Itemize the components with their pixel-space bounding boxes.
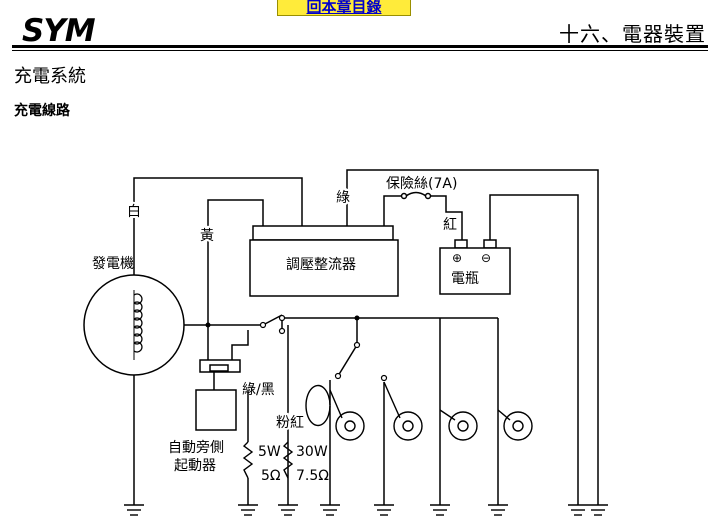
regulator-label: 調壓整流器: [286, 257, 356, 273]
lamp-2: [383, 381, 423, 441]
pink-red-wire-label: 粉紅: [276, 415, 304, 431]
lamp-3: [439, 409, 478, 441]
battery-minus: ⊖: [481, 251, 491, 265]
generator-label: 發電機: [92, 256, 134, 272]
yellow-wire-label: 黃: [200, 228, 214, 244]
red-wire: [430, 195, 463, 240]
fuse: [400, 191, 432, 200]
chapter-title: 十六、電器裝置: [559, 22, 706, 46]
fuse-label: 保險絲(7A): [386, 176, 457, 192]
regulator-rectifier: [249, 225, 399, 297]
green-wire-label: 綠: [336, 190, 350, 206]
battery-neg-wire: [489, 194, 579, 505]
battery-label: 電瓶: [451, 271, 479, 287]
header-rule: [12, 45, 708, 48]
auto-choke-label-2: 起動器: [174, 458, 216, 474]
logo-text: SYM: [22, 13, 96, 46]
yellow-wire: [207, 199, 264, 360]
lamps: [305, 381, 533, 441]
white-wire: [133, 177, 303, 305]
red-wire-label: 紅: [443, 217, 457, 233]
section-subtitle: 充電線路: [14, 103, 70, 119]
battery: [439, 239, 511, 295]
chapter-index-button[interactable]: 回本章目錄: [277, 0, 411, 16]
white-wire-label: 白: [127, 204, 141, 220]
battery-plus: ⊕: [452, 251, 462, 265]
resistor-30w-watt: 30W: [296, 444, 328, 460]
green-black-wire-label: 綠/黑: [242, 382, 275, 398]
resistor-5w-watt: 5W: [258, 444, 281, 460]
resistor-30w-ohm: 7.5Ω: [296, 468, 329, 484]
resistor-5w-ohm: 5Ω: [261, 468, 281, 484]
lamp-1: [305, 384, 365, 441]
resistor-5w: [242, 441, 254, 479]
regulator-right-wire: [346, 169, 599, 505]
resistor-30w: [282, 441, 294, 479]
sym-logo: SYM: [22, 13, 97, 46]
ground-symbols: [124, 504, 608, 516]
generator: [83, 274, 185, 376]
section-title: 充電系統: [14, 66, 86, 87]
auto-choke: [195, 359, 241, 431]
lamp-4: [497, 409, 533, 441]
header-rule-thin: [12, 50, 708, 51]
auto-choke-label-1: 自動旁側: [168, 439, 224, 456]
